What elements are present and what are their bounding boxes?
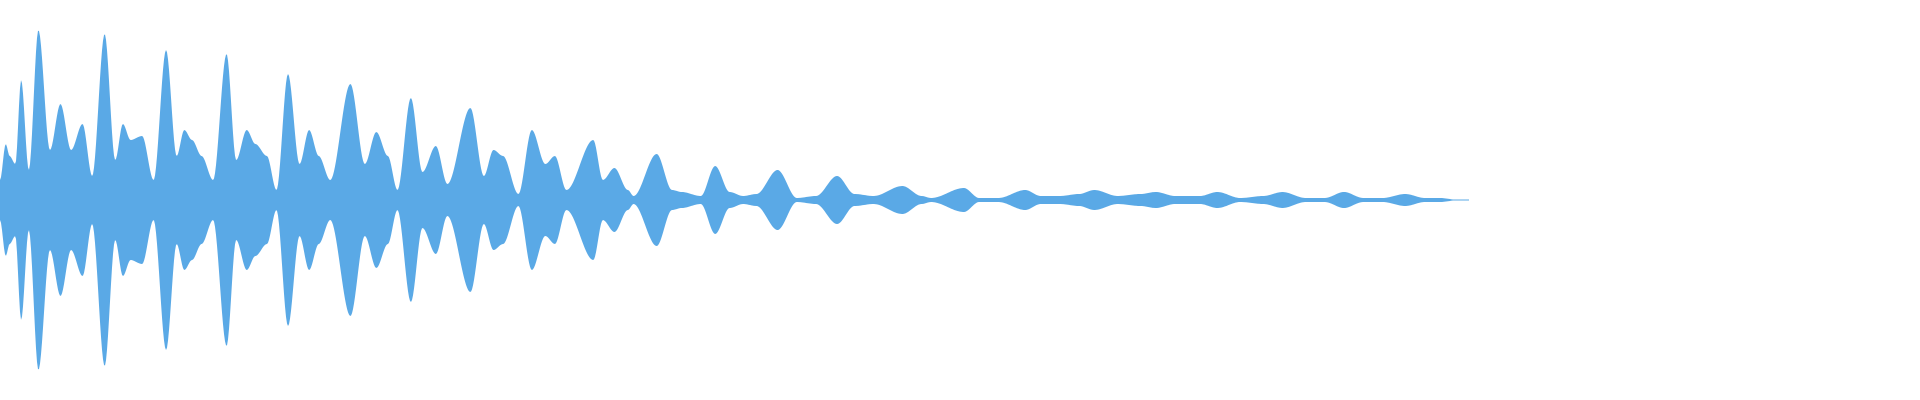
waveform-group <box>0 30 1920 370</box>
